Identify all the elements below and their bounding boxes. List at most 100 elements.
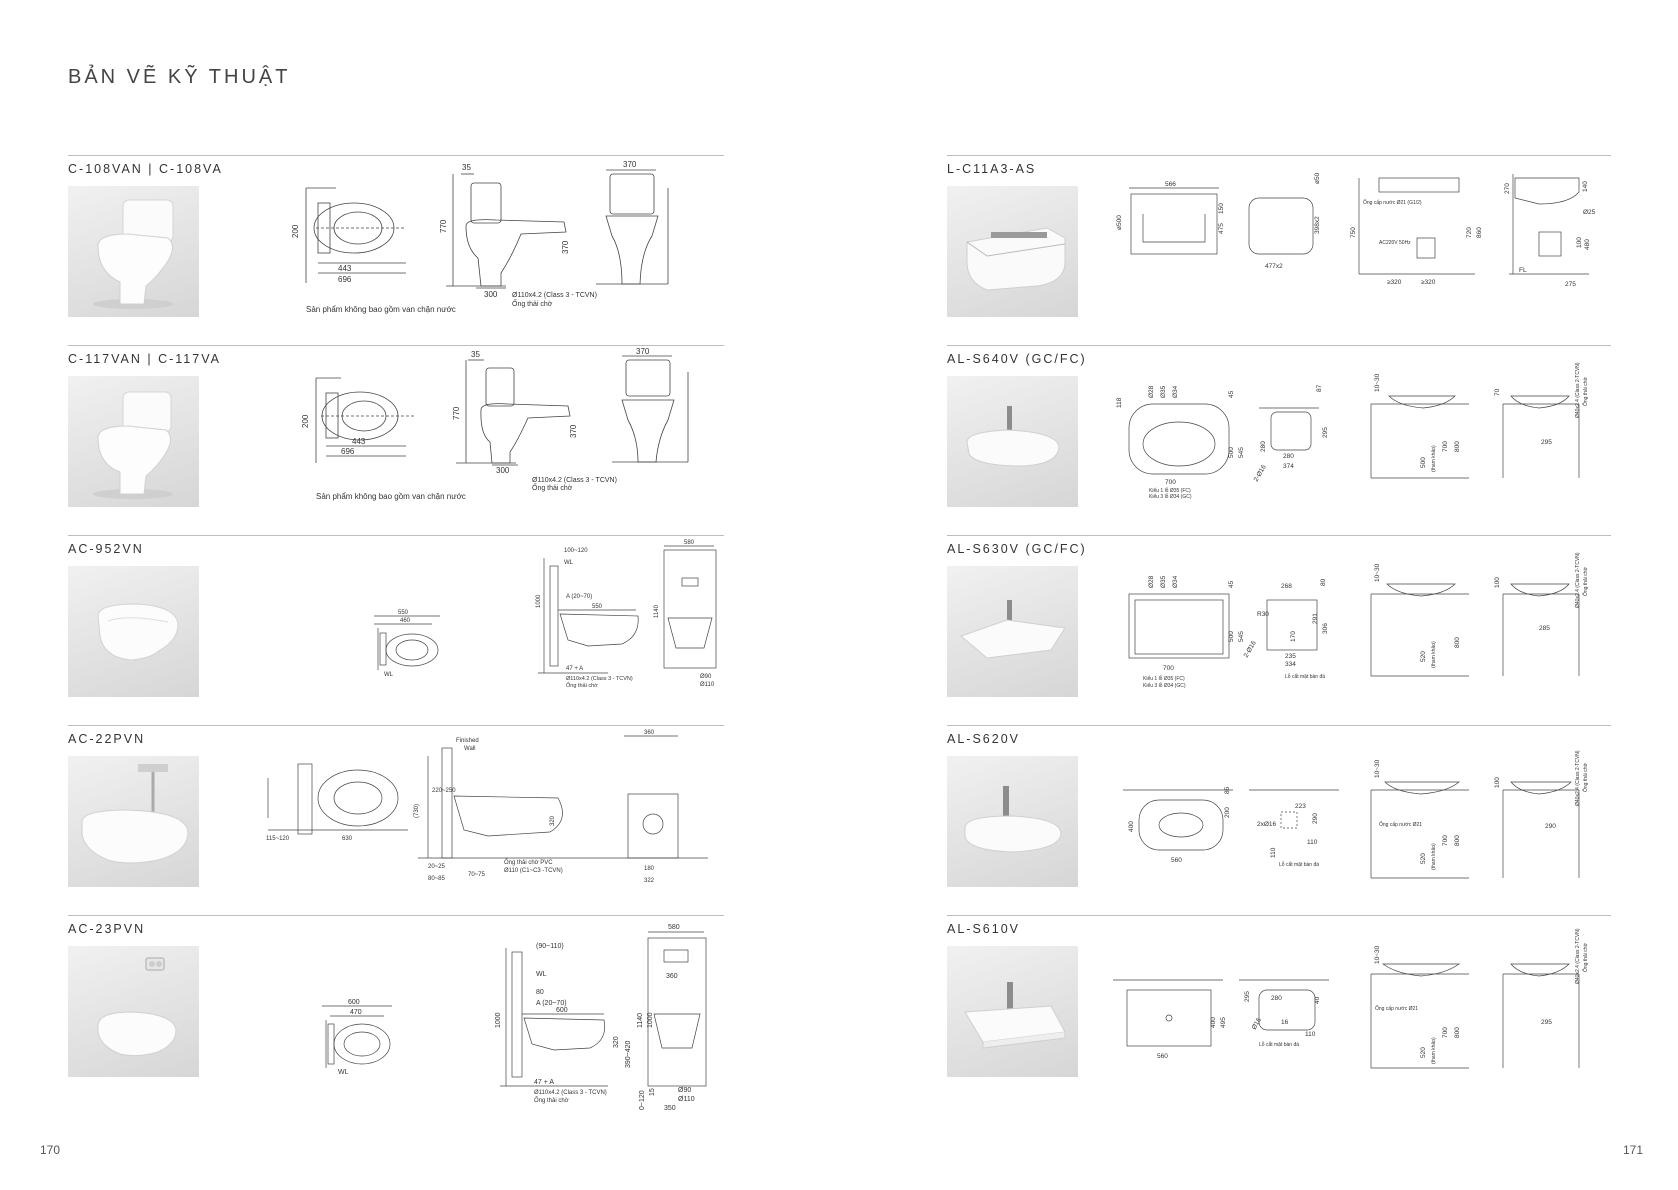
dim-label: 470 [350,1009,362,1016]
dim-label: 443 [338,264,352,273]
model-name: AL-S620V [947,732,1020,746]
dim-label: 280 [1283,453,1294,460]
dim-label: 500 [1228,631,1235,642]
dim-label: 334 [1285,661,1296,668]
dim-label: 545 [1238,631,1245,642]
dim-label: 70 [1494,388,1501,396]
dim-label: 85 [1224,786,1231,794]
technical-drawing: 443 696 200 35 770 370 300 Ø110x4.2 (Cla… [296,347,716,498]
annotation: Ống cấp nước Ø21 (G1/2) [1363,199,1422,206]
annotation: Lỗ cắt mặt bàn đá [1285,673,1325,680]
product-row: C-117VAN | C-117VA 443 696 200 35 770 37… [68,345,724,535]
dim-label: 306 [1322,623,1329,634]
dim-label: 220~250 [432,788,456,794]
dim-label: 270 [1504,183,1511,194]
dim-label: 200 [1224,807,1231,818]
pipe-label: Ống thải chờ [532,482,573,492]
left-column: C-108VAN | C-108VA 443 696 200 35 770 [68,155,724,1112]
dim-label: 1140 [654,604,660,618]
dim-label: 110 [1270,847,1277,858]
dim-label: 520 [1420,853,1427,864]
model-name: C-117VAN | C-117VA [68,352,221,366]
dim-label: 10~30 [1374,945,1381,964]
dim-label: 80~85 [428,876,446,882]
product-photo [947,756,1078,887]
product-row: AL-S630V (GC/FC) 700 Kiểu 1 lỗ Ø35 (FC) … [947,535,1611,725]
model-name: AC-23PVN [68,922,146,936]
model-name: AC-952VN [68,542,144,556]
dim-label: 370 [569,424,578,438]
dim-label: 370 [623,160,637,169]
dim-label: 295 [1541,439,1552,446]
dim-label: 500 [1228,447,1235,458]
dim-label: 1140 [637,1013,644,1028]
dim-label: 180 [644,866,655,872]
annotation: (tham khảo) [1431,641,1437,668]
technical-drawing: 550 460 WL 100~120 WL A (20~70) 550 1000… [368,538,728,698]
dim-label: 495 [1220,1017,1227,1028]
dim-label: 500 [1420,457,1427,468]
note-text: Sản phẩm không bao gồm van chặn nước [306,305,456,314]
annotation: (tham khảo) [1431,843,1437,870]
dim-label: ≥320 [1387,279,1402,286]
dim-label: ø500 [1116,215,1123,230]
dim-label: 118 [1116,397,1123,408]
dim-label: 350 [664,1105,676,1112]
pipe-label: Ống thải chờ [534,1097,569,1104]
product-photo [947,566,1078,697]
product-photo [947,186,1078,317]
technical-drawing: 560 400 200 85 223 290 110 2xØ16 110 Lỗ … [1109,728,1609,888]
dim-label: 398x2 [1314,216,1321,234]
dim-label: Ø34 [1172,575,1179,588]
annotation: Kiểu 1 lỗ Ø35 (FC) [1143,675,1185,682]
dim-label: 110 [1305,1031,1316,1038]
dim-label: 696 [341,447,355,456]
product-row: AL-S620V 560 400 200 85 223 290 110 2xØ1… [947,725,1611,915]
product-row: AC-23PVN 600 470 WL (90~110) WL 80 A (20… [68,915,724,1112]
dim-label: 320 [550,815,556,826]
right-column: L-C11A3-AS 566 ø500 475 150 477x2 398x2 … [947,155,1611,1105]
dim-label: 100~120 [564,548,588,554]
model-name: AL-S630V (GC/FC) [947,542,1087,556]
dim-label: 580 [684,540,695,546]
dim-label: 696 [338,275,352,284]
model-name: C-108VAN | C-108VA [68,162,223,176]
dim-label: 0~120 [639,1090,646,1110]
dim-label: Ø28 [1148,575,1155,588]
dim-label: 35 [462,163,471,172]
pipe-label: Ống thải chờ [1582,566,1589,596]
product-row: AC-952VN 550 460 WL 100~120 WL A (20~70)… [68,535,724,725]
dim-label: 80 [1320,578,1327,586]
dim-label: Ø90 [678,1087,691,1094]
dim-label: A (20~70) [566,594,592,600]
dim-label: 47 + A [534,1079,554,1086]
dim-label: 770 [439,219,448,233]
dim-label: 40 [1314,996,1321,1004]
dim-label: 140 [1582,181,1589,192]
dim-label: 20~25 [428,864,446,870]
dim-label: 800 [1454,441,1461,452]
dim-label: 115~120 [266,836,290,842]
pipe-label: Ống thải chờ [1582,376,1589,406]
dim-label: 700 [1442,835,1449,846]
pipe-spec: Ø40x2.4 (Class 2-TCVN) [1575,362,1581,418]
dim-label: 295 [1322,427,1329,438]
dim-label: 860 [1476,227,1483,238]
dim-label: 100 [1576,237,1583,248]
pipe-spec: Ø40x2.4 (Class 2-TCVN) [1575,750,1581,806]
page-number-right: 171 [1623,1143,1644,1157]
dim-label: 322 [644,878,655,884]
dim-label: R30 [1257,611,1269,618]
dim-label: 400 [1128,821,1135,832]
dim-label: 200 [301,414,310,428]
product-photo [68,566,199,697]
dim-label: 290 [1312,813,1319,824]
dim-label: Ø16 [1251,1017,1263,1031]
dim-label: 360 [666,973,678,980]
dim-label: 545 [1238,447,1245,458]
dim-label: 750 [1350,227,1357,238]
page-number-left: 170 [40,1143,61,1157]
technical-drawing: 566 ø500 475 150 477x2 398x2 ø50 Ống cấp… [1109,158,1609,308]
dim-label: 630 [342,836,353,842]
pipe-spec: Ø110x4.2 (Class 3 - TCVN) [512,292,597,299]
